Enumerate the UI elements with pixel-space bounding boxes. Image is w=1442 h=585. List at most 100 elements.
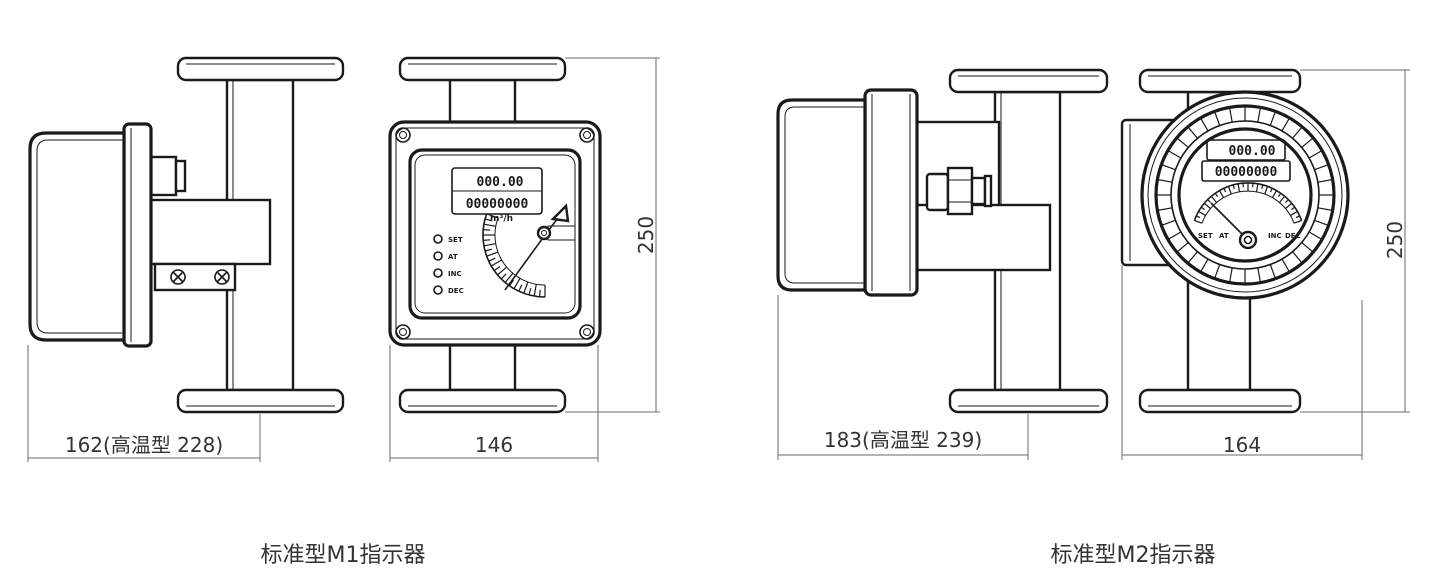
m1-side-connector	[148, 155, 178, 197]
m1-scale-tick	[491, 259, 502, 267]
m2-bezel-segment	[1157, 178, 1173, 183]
m2-bezel-segment	[1281, 258, 1291, 273]
m1-bolt-left-cross	[172, 271, 184, 283]
m1-scale-tick	[533, 284, 537, 297]
m2-bezel-segment	[1317, 207, 1333, 212]
m2-bezel-segment	[1301, 242, 1314, 253]
m1-unit-label: m³/h	[490, 214, 513, 224]
m1-display-rate: 000.00	[477, 175, 524, 190]
m2-fitting-stem	[970, 176, 987, 206]
m1-screw-top-right-core	[583, 131, 591, 139]
m2-scale-tick	[1232, 184, 1235, 189]
m1-screw-bottom-right-core	[583, 328, 591, 336]
m1-scale	[482, 213, 546, 298]
m2-scale-tick	[1269, 188, 1273, 193]
m2-side-top-flange	[948, 68, 1109, 94]
m1-scale-tick	[518, 284, 523, 292]
m2-bezel-segment	[1308, 231, 1323, 241]
m2-dial-bezel-inner	[1170, 120, 1320, 270]
m1-led-label-inc: INC	[448, 270, 462, 278]
m2-side-housing	[776, 98, 867, 292]
m2-bezel-segment	[1281, 117, 1291, 132]
m2-scale-tick	[1203, 202, 1211, 209]
m1-side-arm	[148, 198, 272, 266]
m2-bezel-segment	[1228, 107, 1233, 123]
m1-scale-tick	[483, 243, 496, 247]
m1-side-housing-inner	[36, 139, 124, 334]
m2-scale-tick	[1207, 199, 1211, 203]
m2-scale-tick	[1290, 210, 1298, 217]
m2-scale-tick	[1271, 190, 1278, 198]
m1-display-total: 00000000	[466, 197, 529, 212]
m2-fitting-hex-nut	[946, 166, 974, 216]
m2-bezel-segment	[1269, 264, 1276, 279]
m1-side-ring	[122, 122, 153, 348]
m1-pointer-needle	[504, 234, 546, 291]
m1-side-view	[28, 56, 345, 414]
m2-scale-tick	[1198, 210, 1206, 217]
m2-scale-tick	[1291, 206, 1296, 211]
m2-side-arm	[915, 203, 1052, 272]
m1-front-width-label: 146	[475, 433, 513, 457]
m2-side-fitting	[925, 166, 993, 216]
m2-scale-tick	[1223, 188, 1227, 193]
m1-front-dimension: 146	[389, 345, 599, 462]
m2-lcd-total	[1201, 160, 1291, 182]
m2-bezel-segment	[1292, 126, 1303, 139]
m2-scale-tick	[1264, 186, 1269, 195]
m1-side-top-flange	[176, 56, 345, 82]
m1-scale-tick	[484, 218, 493, 222]
m1-bolt-right	[214, 269, 230, 285]
m2-side-bottom-flange	[948, 388, 1109, 414]
m2-scale-tick	[1295, 215, 1300, 219]
m1-led-label-at: AT	[448, 253, 458, 261]
m1-side-width-label: 162(高温型 228)	[65, 433, 223, 457]
m2-bezel-segment	[1167, 231, 1182, 241]
m2-front-bottom-flange	[1138, 388, 1302, 414]
m1-screw-bottom-left-core	[399, 328, 407, 336]
m1-scale-tick	[504, 272, 514, 283]
m1-scale-tick	[483, 223, 496, 227]
m2-scale-tick	[1261, 184, 1264, 189]
m1-caption: 标准型M1指示器	[261, 543, 426, 568]
m1-pointer-head	[550, 203, 570, 223]
screw-icon	[395, 324, 411, 340]
m1-height-label: 250	[634, 216, 658, 254]
m2-bezel-segment	[1214, 264, 1221, 279]
screw-icon	[395, 127, 411, 143]
m1-scale-tick	[523, 281, 529, 294]
m2-bezel-segment	[1257, 267, 1262, 283]
m1-screw-top-right	[579, 127, 595, 143]
m1-led-label-dec: DEC	[448, 287, 464, 295]
m1-led-panel: SET AT INC DEC	[433, 234, 464, 295]
m2-bezel-segment	[1187, 126, 1198, 139]
m2-bezel-segment	[1214, 111, 1221, 126]
m1-scale-tick	[483, 229, 491, 231]
m2-scale-tick	[1227, 186, 1232, 195]
m1-led-dec	[433, 285, 443, 295]
m1-scale-tick	[484, 248, 493, 252]
m1-front-bottom-flange	[398, 388, 567, 414]
m2-scale	[1193, 182, 1303, 224]
m2-scale-tick	[1218, 190, 1225, 198]
m2-scale-tick	[1200, 206, 1205, 211]
m2-scale-tick	[1237, 183, 1241, 192]
m2-scale-tick	[1277, 192, 1282, 197]
m1-scale-tick	[539, 289, 541, 297]
m1-screw-bottom-right	[579, 324, 595, 340]
m2-fitting-sleeve	[925, 172, 950, 212]
m1-front-view: 000.00 00000000 m³/h SET AT INC DEC	[388, 56, 602, 414]
m2-scale-tick	[1196, 215, 1201, 219]
m2-front-width-label: 164	[1223, 433, 1261, 457]
m1-screw-top-left	[395, 127, 411, 143]
m2-front-dimension: 164	[1121, 265, 1363, 460]
bolt-icon	[170, 269, 186, 285]
m1-pointer-hub-core	[541, 230, 547, 236]
m2-label-dec: DEC	[1285, 232, 1301, 240]
m2-bezel-segment	[1292, 251, 1303, 264]
m2-bezel-segment	[1314, 219, 1329, 226]
m2-label-inc: INC	[1268, 232, 1282, 240]
m2-pointer-hub	[1238, 230, 1258, 250]
m2-display-rate: 000.00	[1229, 144, 1276, 159]
m2-scale-arc-inner	[1201, 190, 1295, 224]
